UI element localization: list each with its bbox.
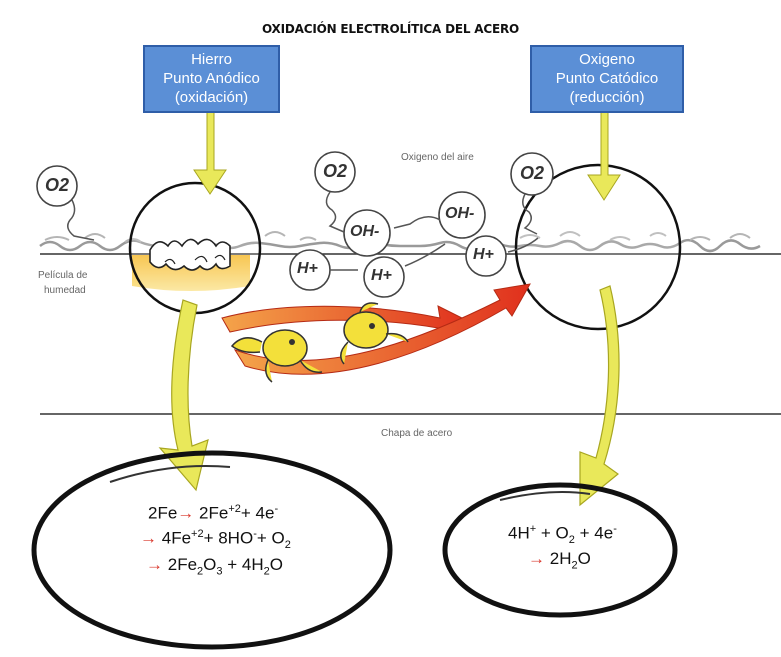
anode-equation-1: 2Fe→ 2Fe+2+ 4e- (148, 503, 279, 523)
bubble-oh-2 (438, 191, 486, 239)
bubble-text-oh-1: OH- (350, 223, 380, 240)
moisture-film-label-2: humedad (44, 285, 86, 296)
bubble-o2-right (510, 152, 554, 196)
bubble-o2-left (36, 165, 78, 207)
bubble-text-h-1: H+ (297, 260, 318, 277)
bubble-text-o2-right: O2 (520, 163, 545, 183)
anode-label-box: Hierro Punto Anódico (oxidación) (143, 45, 280, 113)
cathode-circle (514, 163, 682, 331)
cathode-result-ellipse (442, 482, 678, 618)
ion-bubbles (36, 151, 554, 298)
bubble-text-o2-middle: O2 (323, 161, 348, 181)
anode-equation-2: → 4Fe+2+ 8HO-+ O2 (140, 528, 291, 552)
bubble-o2-middle (314, 151, 356, 193)
bubble-text-o2-left: O2 (45, 175, 70, 195)
yellow-arrows (158, 111, 621, 507)
bubble-h-3 (465, 235, 507, 277)
bubble-text-oh-2: OH- (445, 205, 475, 222)
anode-result-ellipse (31, 450, 393, 650)
bubble-text-h-3: H+ (473, 246, 494, 263)
air-oxygen-label: Oxigeno del aire (401, 152, 474, 163)
anode-box-line3: (oxidación) (174, 89, 249, 106)
cathode-equation-2: → 2H2O (528, 549, 591, 572)
anode-box-line1: Hierro (191, 51, 232, 68)
cathode-label-box: Oxigeno Punto Catódico (reducción) (530, 45, 684, 113)
result-ellipses (31, 450, 678, 650)
bubble-text-h-2: H+ (371, 267, 392, 284)
cathode-box-line3: (reducción) (569, 89, 645, 106)
electron-characters (230, 302, 409, 383)
bubble-oh-1 (343, 209, 391, 257)
cathode-equation-1: 4H+ + O2 + 4e- (508, 523, 617, 547)
bubble-h-2 (363, 256, 405, 298)
anode-box-line2: Punto Anódico (163, 70, 260, 87)
anode-equation-3: → 2Fe2O3 + 4H2O (146, 555, 283, 578)
steel-plate-label: Chapa de acero (381, 428, 453, 439)
diagram-title: OXIDACIÓN ELECTROLÍTICA DEL ACERO (261, 22, 520, 36)
cathode-box-line1: Oxigeno (579, 51, 635, 68)
electron-flow-arrows (221, 283, 531, 375)
moisture-film-label-1: Película de (38, 270, 88, 281)
cathode-box-line2: Punto Catódico (555, 70, 659, 87)
